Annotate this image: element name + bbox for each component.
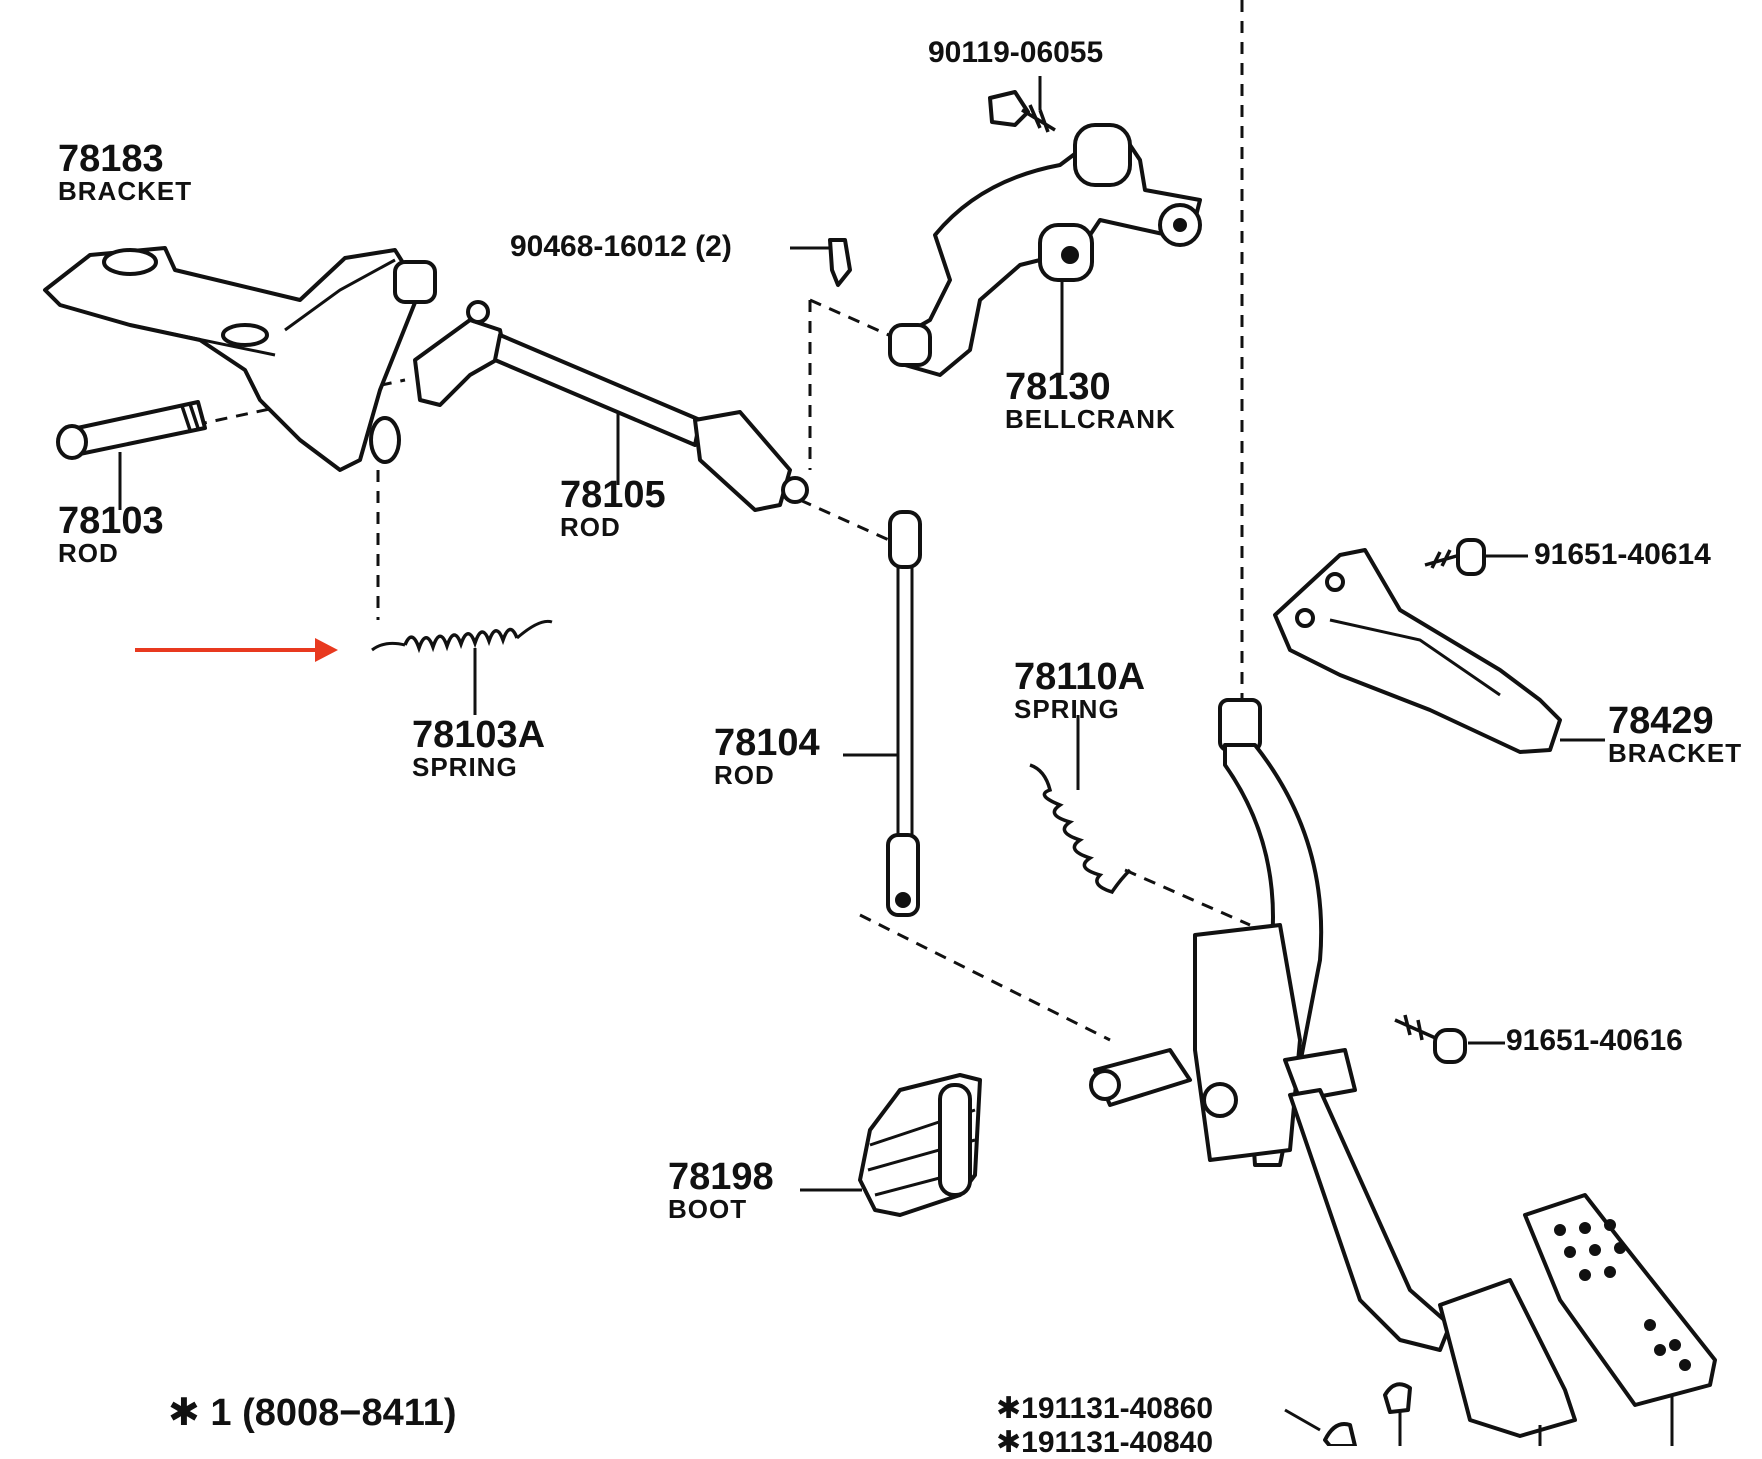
bolt-91651-40616-drawing [1394, 1014, 1505, 1064]
bolt-90119-drawing [988, 76, 1056, 133]
rod-78103-drawing [56, 400, 207, 510]
label-90119: 90119-06055 [928, 38, 1103, 68]
boot-78198-drawing [800, 1073, 982, 1217]
label-78104: 78104 ROD [714, 724, 820, 788]
part-number: 78183 [58, 138, 164, 180]
part-number: 78130 [1005, 366, 1111, 408]
part-name: SPRING [1014, 694, 1120, 724]
bolt-91651-40614-drawing [1424, 538, 1528, 576]
pedal-pad-dots [1554, 1219, 1691, 1371]
part-name: ROD [58, 538, 119, 568]
rod-78105-drawing [413, 300, 809, 512]
label-191131-40860: ✱191131-40860 [996, 1394, 1213, 1424]
bracket-78183-drawing [43, 246, 437, 472]
rod-78104-drawing [843, 510, 922, 917]
spring-78103A-drawing [371, 619, 553, 715]
part-name: BELLCRANK [1005, 404, 1176, 434]
clip-90468-drawing [790, 238, 852, 287]
part-name: ROD [560, 512, 621, 542]
label-78429: 78429 BRACKET [1608, 702, 1742, 766]
part-number: 90119-06055 [928, 36, 1104, 69]
dash-spring-to-pedal [1124, 868, 1251, 927]
part-number: 91651-40614 [1534, 538, 1711, 571]
part-number: 90468-16012 (2) [510, 230, 732, 263]
part-number: 78429 [1608, 700, 1714, 742]
part-number: 78103 [58, 500, 164, 542]
part-number: 78104 [714, 722, 820, 764]
hardware-191131-drawing [1284, 1382, 1412, 1446]
label-78198: 78198 BOOT [668, 1158, 774, 1222]
part-number: 78110A [1014, 656, 1146, 698]
label-191131-40840: ✱191131-40840 [996, 1428, 1213, 1458]
part-number: ✱191131-40860 [996, 1392, 1214, 1425]
label-91651-40614: 91651-40614 [1534, 540, 1711, 570]
indicator-arrow [135, 638, 338, 662]
label-78103A: 78103A SPRING [412, 716, 545, 780]
label-78183: 78183 BRACKET [58, 140, 192, 204]
bellcrank-78130-drawing [888, 123, 1202, 377]
label-78130: 78130 BELLCRANK [1005, 368, 1176, 432]
part-name: BOOT [668, 1194, 748, 1224]
dash-rod104-to-pedal [859, 913, 1111, 1042]
label-78103: 78103 ROD [58, 502, 164, 566]
part-number: 91651-40616 [1506, 1024, 1683, 1057]
part-name: SPRING [412, 752, 518, 782]
part-number: 78103A [412, 714, 546, 756]
label-78110A: 78110A SPRING [1014, 658, 1145, 722]
part-number: 78198 [668, 1156, 774, 1198]
dash-rod105-to-rod104 [799, 498, 901, 547]
part-number: ✱191131-40840 [996, 1426, 1214, 1459]
footnote: ✱ 1 (8008−8411) [168, 1394, 457, 1432]
part-name: ROD [714, 760, 775, 790]
label-78105: 78105 ROD [560, 476, 666, 540]
footnote-text: ✱ 1 (8008−8411) [168, 1392, 457, 1434]
pedal-assembly-drawing [1089, 698, 1717, 1446]
part-name: BRACKET [58, 176, 193, 206]
label-91651-40616: 91651-40616 [1506, 1026, 1683, 1056]
spring-78110A-drawing [1029, 715, 1132, 895]
dash-clip-to-bellcrank [809, 298, 901, 342]
part-number: 78105 [560, 474, 666, 516]
part-name: BRACKET [1608, 738, 1743, 768]
label-90468: 90468-16012 (2) [510, 232, 732, 262]
bracket-78429-drawing [1273, 548, 1605, 754]
